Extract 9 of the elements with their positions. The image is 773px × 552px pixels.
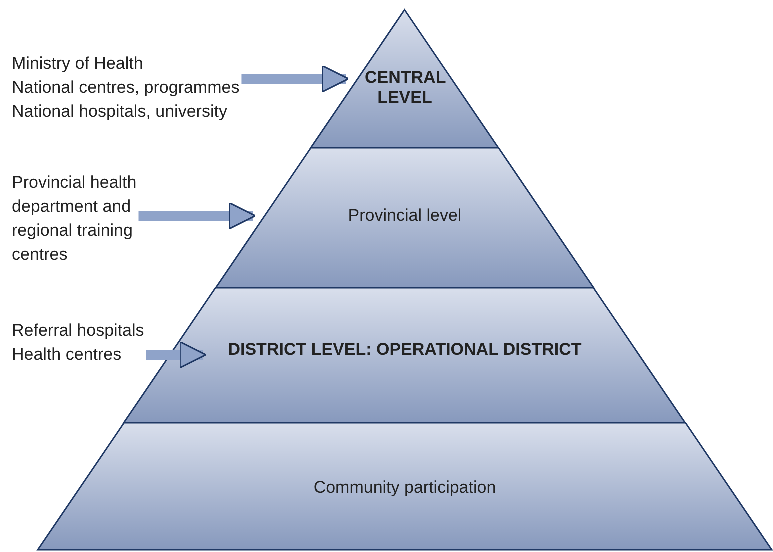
level-description: Referral hospitals Health centres (12, 319, 146, 367)
level-description: Ministry of Health National centres, programmes National hospitals, university (12, 52, 241, 124)
tier-label: DISTRICT LEVEL: OPERATIONAL DISTRICT (227, 339, 583, 361)
tier-label: Community participation (312, 478, 498, 498)
block-arrow (242, 65, 350, 93)
block-arrow (138, 202, 256, 230)
tier-label: Provincial level (347, 206, 463, 226)
tier-label: CENTRAL LEVEL (364, 68, 445, 108)
level-description: Provincial health department and regional training centres (12, 171, 138, 267)
